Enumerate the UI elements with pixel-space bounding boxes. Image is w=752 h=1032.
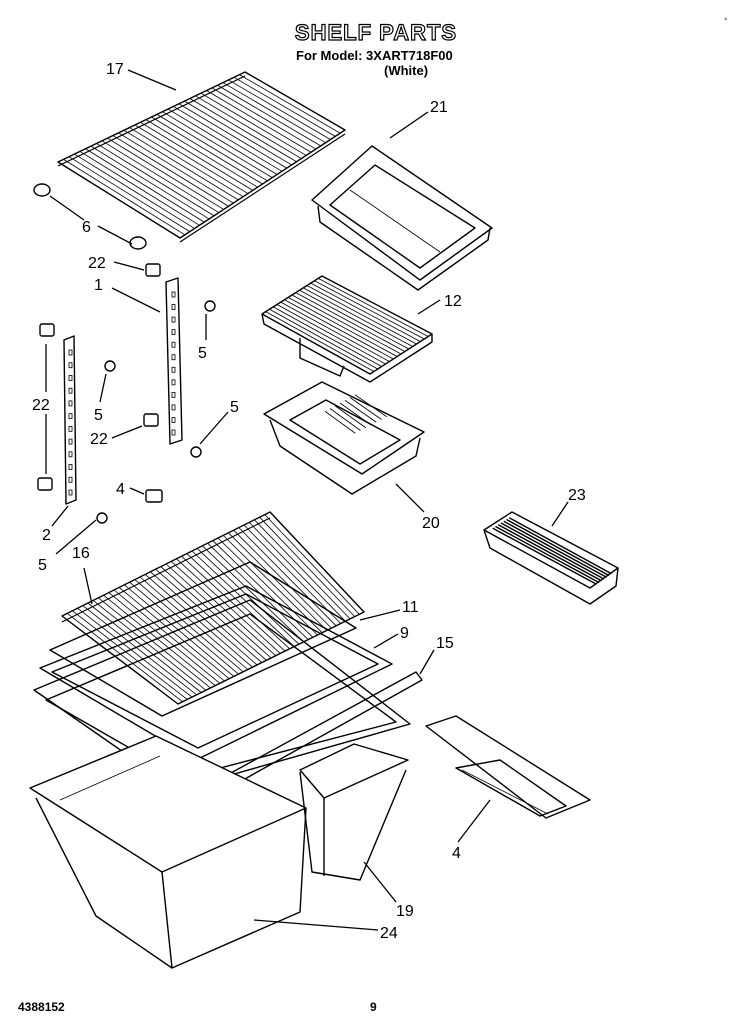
callout-22-middle: 22 (90, 431, 108, 448)
page-number: 9 (370, 1000, 377, 1014)
part-12-pan-cover (261, 275, 433, 383)
part-19-crisper-drawer (299, 743, 409, 881)
corner-mark: ◦ (724, 14, 728, 25)
part-24-crisper-drawer (29, 735, 307, 969)
callout-17: 17 (106, 61, 124, 78)
callout-23: 23 (568, 487, 586, 504)
callout-21: 21 (430, 99, 448, 116)
part-2-shelf-ladder-left (63, 335, 77, 505)
callout-2: 2 (42, 527, 51, 544)
part-4-clip (145, 489, 163, 503)
part-5-screws (96, 300, 216, 524)
callout-20: 20 (422, 515, 440, 532)
callout-6: 6 (82, 219, 91, 236)
part-23-ice-tray (483, 511, 619, 605)
callout-5-right-bottom: 5 (230, 399, 239, 416)
part-4-cover-support (425, 715, 591, 819)
callout-4-clip: 4 (116, 481, 125, 498)
part-17-wire-shelf (57, 71, 346, 243)
page-title: SHELF PARTS (294, 19, 458, 45)
callout-9: 9 (400, 625, 409, 642)
callout-15: 15 (436, 635, 454, 652)
callout-1: 1 (94, 277, 103, 294)
callout-5-left-top: 5 (94, 407, 103, 424)
part-22-brackets (37, 263, 161, 491)
callout-5-right-top: 5 (198, 345, 207, 362)
part-21-deli-pan (311, 145, 493, 291)
callout-12: 12 (444, 293, 462, 310)
part-1-shelf-ladder-right (165, 277, 183, 445)
callout-labels: 17 21 6 22 1 12 5 22 5 5 22 4 20 2 23 5 … (32, 61, 586, 942)
model-variant: (White) (384, 63, 429, 78)
callout-24: 24 (380, 925, 398, 942)
callout-11: 11 (402, 599, 419, 616)
model-number: For Model: 3XART718F00 (296, 48, 453, 63)
part-9-shelf-frame (39, 585, 393, 761)
callout-19: 19 (396, 903, 414, 920)
part-20-meat-pan (263, 381, 425, 495)
leader-lines (45, 69, 569, 931)
callout-4-support: 4 (452, 845, 461, 862)
callout-22-left: 22 (32, 397, 50, 414)
callout-16: 16 (72, 545, 90, 562)
callout-22-top: 22 (88, 255, 106, 272)
callout-5-left-bottom: 5 (38, 557, 47, 574)
document-number: 4388152 (18, 1000, 65, 1014)
part-11-shelf-insert (49, 561, 357, 717)
